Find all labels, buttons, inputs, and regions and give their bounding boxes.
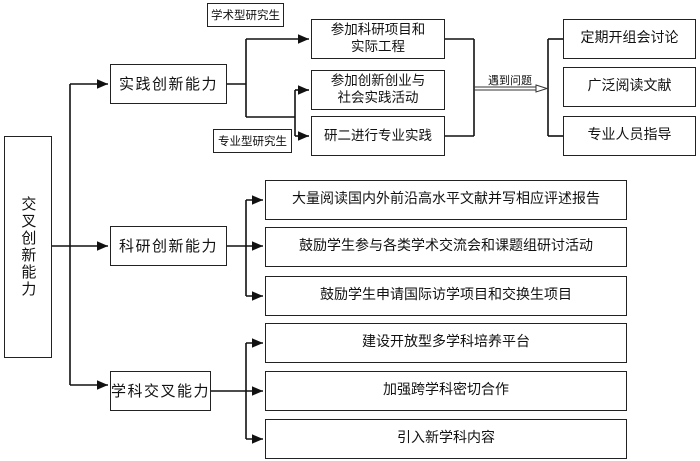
tag-professional-graduate: 专业型研究生 — [213, 129, 292, 153]
problem-arrow-label: 遇到问题 — [488, 74, 532, 87]
solution-item: 定期开组会讨论 — [563, 19, 696, 59]
branch-practice-innovation: 实践创新能力 — [110, 64, 227, 104]
interdisciplinary-item: 加强跨学科密切合作 — [265, 371, 627, 411]
branch-interdisciplinary: 学科交叉能力 — [110, 371, 211, 411]
solution-item: 专业人员指导 — [563, 116, 696, 156]
practice-item: 参加科研项目和 实际工程 — [311, 19, 445, 59]
branch-research-innovation: 科研创新能力 — [110, 226, 227, 266]
interdisciplinary-item: 引入新学科内容 — [265, 419, 627, 459]
problem-arrow — [474, 84, 549, 93]
solution-item: 广泛阅读文献 — [563, 67, 696, 107]
research-item: 鼓励学生申请国际访学项目和交换生项目 — [265, 276, 627, 316]
research-item: 鼓励学生参与各类学术交流会和课题组研讨活动 — [265, 227, 627, 267]
interdisciplinary-item: 建设开放型多学科培养平台 — [265, 323, 627, 363]
research-item: 大量阅读国内外前沿高水平文献并写相应评述报告 — [265, 180, 627, 220]
tag-academic-graduate: 学术型研究生 — [207, 3, 284, 27]
practice-item: 研二进行专业实践 — [311, 116, 445, 156]
root-node: 交叉创新能力 — [4, 136, 52, 358]
root-label: 交叉创新能力 — [19, 196, 38, 298]
practice-item: 参加创新创业与 社会实践活动 — [311, 70, 445, 110]
